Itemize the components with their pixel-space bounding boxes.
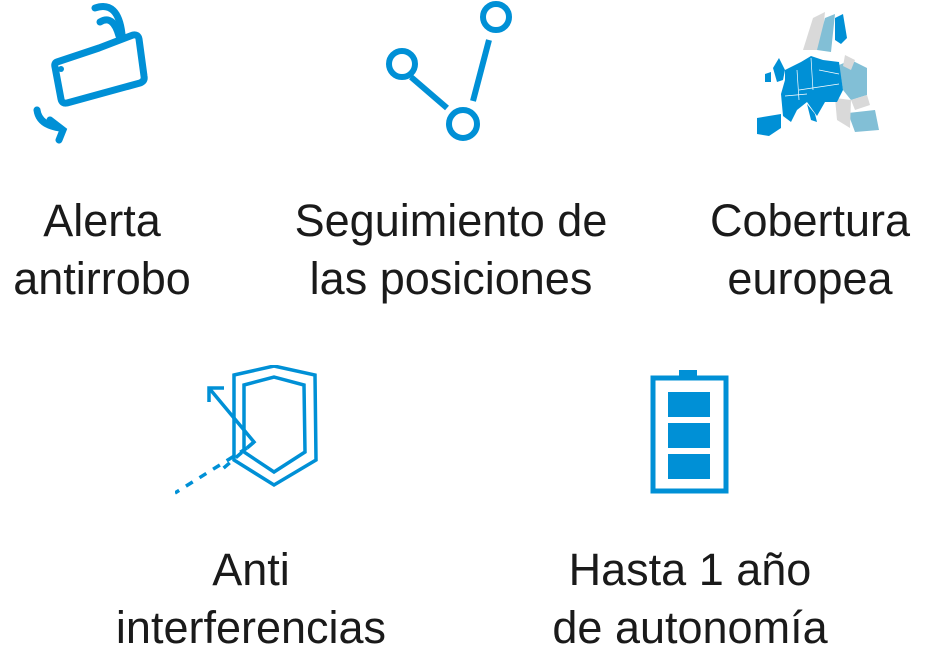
feature-line1: Cobertura xyxy=(709,195,911,246)
battery-full-icon xyxy=(650,370,729,494)
europe-map-icon xyxy=(757,12,879,136)
feature-line2: antirrobo xyxy=(13,253,191,304)
feature-line1: Alerta xyxy=(43,195,161,246)
feature-label-anti-jamming: Anti interferencias xyxy=(116,541,386,657)
feature-label-coverage: Cobertura europea xyxy=(710,192,910,308)
feature-line1: Hasta 1 año xyxy=(568,544,812,595)
feature-label-anti-theft: Alerta antirrobo xyxy=(13,192,191,308)
feature-line1: Anti xyxy=(212,544,290,595)
feature-line2: de autonomía xyxy=(552,602,828,653)
feature-line2: interferencias xyxy=(115,602,387,653)
route-points-icon xyxy=(386,1,512,141)
feature-line2: las posiciones xyxy=(309,253,593,304)
feature-line2: europea xyxy=(727,253,893,304)
shield-deflect-icon xyxy=(175,365,318,495)
feature-line1: Seguimiento de xyxy=(294,195,608,246)
feature-label-tracking: Seguimiento de las posiciones xyxy=(295,192,608,308)
phone-tilt-signal-icon xyxy=(33,3,148,144)
feature-label-battery: Hasta 1 año de autonomía xyxy=(552,541,827,657)
